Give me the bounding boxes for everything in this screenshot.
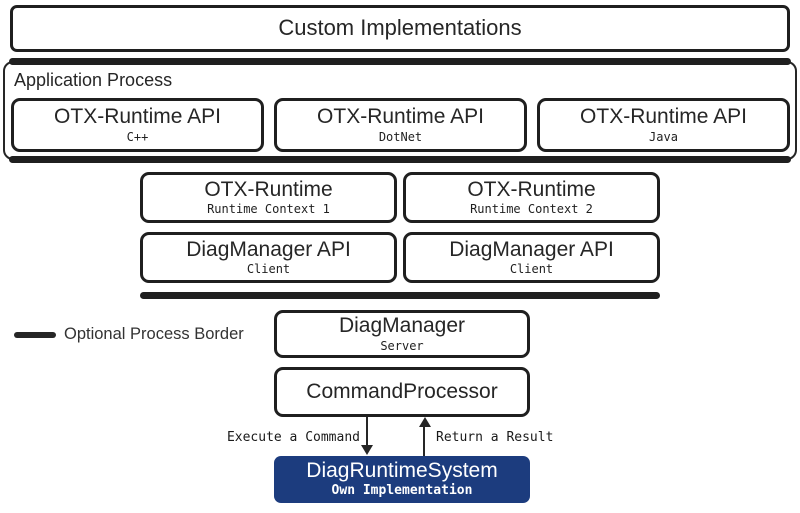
application-process-container: Application Process OTX-Runtime API C++ … bbox=[3, 58, 797, 163]
return-result-arrow-line bbox=[423, 426, 425, 457]
return-result-arrow-head-icon bbox=[419, 417, 431, 427]
process-border-bar-top bbox=[9, 58, 791, 65]
box-title: OTX-Runtime API bbox=[54, 105, 221, 129]
box-subtitle: C++ bbox=[126, 129, 149, 144]
box-subtitle: Client bbox=[246, 262, 291, 277]
box-title: DiagManager bbox=[338, 314, 466, 338]
box-subtitle: Runtime Context 2 bbox=[470, 202, 593, 217]
command-processor-box: CommandProcessor bbox=[274, 367, 530, 417]
box-title: CommandProcessor bbox=[306, 380, 498, 404]
box-subtitle: DotNet bbox=[378, 129, 423, 144]
box-title: DiagManager API bbox=[449, 237, 614, 261]
process-border-bar-bottom bbox=[9, 156, 791, 163]
custom-implementations-box: Custom Implementations bbox=[10, 5, 790, 52]
execute-command-arrow-head-icon bbox=[361, 445, 373, 455]
box-title: DiagRuntimeSystem bbox=[306, 459, 498, 483]
diag-runtime-system-box: DiagRuntimeSystem Own Implementation bbox=[274, 456, 530, 503]
box-title: DiagManager API bbox=[186, 237, 351, 261]
box-title: OTX-Runtime bbox=[204, 177, 333, 201]
legend-label: Optional Process Border bbox=[64, 325, 244, 343]
diagmanager-box: DiagManager Server bbox=[274, 310, 530, 358]
otx-runtime-api-box-java: OTX-Runtime API Java bbox=[537, 98, 790, 152]
diagmanager-api-box-2: DiagManager API Client bbox=[403, 232, 660, 283]
otx-runtime-api-box-dotnet: OTX-Runtime API DotNet bbox=[274, 98, 527, 152]
application-process-label: Application Process bbox=[14, 70, 173, 90]
otx-runtime-api-box-cpp: OTX-Runtime API C++ bbox=[11, 98, 264, 152]
box-subtitle: Own Implementation bbox=[331, 483, 473, 499]
otx-runtime-box-2: OTX-Runtime Runtime Context 2 bbox=[403, 172, 660, 223]
box-title: OTX-Runtime bbox=[467, 177, 596, 201]
execute-command-label: Execute a Command bbox=[226, 430, 360, 445]
box-subtitle: Client bbox=[509, 262, 554, 277]
legend-process-border-line bbox=[14, 332, 56, 338]
box-title: OTX-Runtime API bbox=[317, 105, 484, 129]
execute-command-arrow-line bbox=[366, 417, 368, 447]
box-subtitle: Runtime Context 1 bbox=[207, 202, 330, 217]
otx-runtime-box-1: OTX-Runtime Runtime Context 1 bbox=[140, 172, 397, 223]
custom-implementations-title: Custom Implementations bbox=[278, 15, 522, 41]
box-subtitle: Java bbox=[649, 129, 678, 144]
return-result-label: Return a Result bbox=[436, 430, 554, 445]
diagmanager-api-box-1: DiagManager API Client bbox=[140, 232, 397, 283]
box-subtitle: Server bbox=[380, 338, 424, 353]
box-title: OTX-Runtime API bbox=[580, 105, 747, 129]
process-border-bar-middle bbox=[140, 292, 660, 299]
